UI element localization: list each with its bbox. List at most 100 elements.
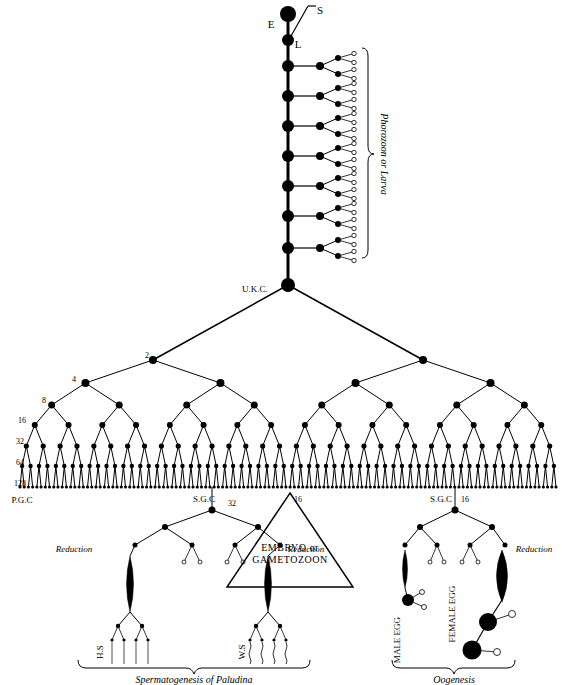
lineage-line bbox=[214, 466, 216, 487]
lineage-line bbox=[182, 466, 184, 487]
lineage-line bbox=[499, 425, 507, 446]
cell-dot bbox=[222, 464, 226, 468]
cell-dot bbox=[103, 485, 106, 488]
cell-label: MALE EGG bbox=[393, 617, 402, 663]
lineage-line bbox=[292, 446, 296, 466]
cell-label: U.K.C. bbox=[242, 285, 268, 294]
cell-dot bbox=[214, 464, 218, 468]
lineage-line bbox=[79, 466, 81, 487]
cell-dot bbox=[155, 464, 159, 468]
lineage-line bbox=[478, 446, 482, 466]
cell-dot bbox=[124, 485, 127, 488]
cell-dot bbox=[316, 122, 324, 130]
cell-dot bbox=[316, 182, 324, 190]
cell-dot bbox=[335, 161, 341, 167]
cell-dot bbox=[356, 485, 359, 488]
cell-dot bbox=[175, 485, 178, 488]
process-label: Reduction bbox=[56, 545, 93, 554]
cell-dot bbox=[272, 638, 275, 641]
cell-dot bbox=[116, 624, 120, 628]
cell-label: P.G.C bbox=[11, 496, 32, 505]
group-bracket bbox=[78, 660, 310, 674]
cell-dot bbox=[526, 464, 530, 468]
cell-dot bbox=[248, 638, 251, 641]
polar-cell bbox=[494, 649, 501, 656]
lineage-line bbox=[172, 466, 174, 487]
cell-dot bbox=[476, 464, 480, 468]
cell-dot bbox=[56, 485, 59, 488]
lineage-line bbox=[107, 466, 109, 487]
lineage-line bbox=[90, 466, 92, 487]
cell-label: FEMALE EGG bbox=[448, 586, 457, 643]
lineage-line bbox=[174, 446, 178, 466]
lineage-line bbox=[112, 642, 113, 664]
cell-dot bbox=[133, 543, 138, 548]
cell-dot bbox=[503, 543, 508, 548]
lineage-line bbox=[258, 446, 262, 466]
lineage-line bbox=[187, 405, 204, 425]
lineage-line bbox=[533, 446, 537, 466]
lineage-line bbox=[470, 545, 478, 562]
lineage-line bbox=[493, 466, 495, 487]
lineage-line bbox=[135, 527, 165, 545]
lineage-line bbox=[191, 446, 195, 466]
lineage-line bbox=[415, 446, 419, 466]
lineage-line bbox=[140, 446, 144, 466]
cell-dot bbox=[435, 543, 440, 548]
lineage-line bbox=[123, 446, 127, 466]
cell-dot bbox=[122, 638, 125, 641]
lineage-line bbox=[60, 446, 64, 466]
lineage-line bbox=[187, 383, 221, 405]
lineage-line bbox=[347, 446, 351, 466]
cell-dot bbox=[282, 34, 294, 46]
cell-dot bbox=[82, 485, 85, 488]
polar-cell bbox=[352, 157, 356, 161]
cell-dot bbox=[289, 485, 292, 488]
cell-dot bbox=[331, 485, 334, 488]
generation-number: 16 bbox=[18, 417, 26, 425]
lineage-line bbox=[526, 466, 528, 487]
cell-dot bbox=[40, 485, 43, 488]
cell-dot bbox=[471, 422, 477, 428]
cell-dot bbox=[402, 485, 405, 488]
cell-dot bbox=[45, 464, 49, 468]
cell-dot bbox=[360, 485, 363, 488]
lineage-line bbox=[246, 446, 250, 466]
lineage-line bbox=[398, 425, 406, 446]
lineage-line bbox=[368, 466, 370, 487]
cell-dot bbox=[147, 464, 151, 468]
cell-dot bbox=[326, 485, 329, 488]
cell-dot bbox=[400, 464, 404, 468]
cell-dot bbox=[459, 464, 463, 468]
lineage-line bbox=[231, 466, 233, 487]
cell-dot bbox=[87, 464, 91, 468]
cell-dot bbox=[335, 145, 341, 151]
cell-dot bbox=[115, 485, 118, 488]
cell-dot bbox=[463, 641, 482, 660]
lineage-line bbox=[229, 425, 237, 446]
cell-dot bbox=[191, 485, 194, 488]
lineage-line bbox=[235, 545, 243, 562]
cell-dot bbox=[24, 443, 29, 448]
lineage-line bbox=[518, 466, 520, 487]
cell-dot bbox=[149, 485, 152, 488]
lineage-line bbox=[112, 626, 118, 640]
cell-dot bbox=[398, 485, 401, 488]
cell-dot bbox=[518, 464, 522, 468]
lineage-line bbox=[524, 405, 541, 425]
lineage-line bbox=[455, 510, 492, 527]
lineage-line bbox=[153, 285, 288, 360]
polar-cell bbox=[352, 111, 356, 115]
lineage-line bbox=[457, 405, 474, 425]
cell-dot bbox=[516, 485, 519, 488]
polar-cell bbox=[352, 201, 356, 205]
cell-dot bbox=[216, 379, 224, 387]
cell-dot bbox=[193, 443, 198, 448]
generation-number: 64 bbox=[16, 459, 24, 467]
lineage-line bbox=[256, 626, 262, 640]
cell-dot bbox=[543, 464, 547, 468]
lineage-line bbox=[237, 405, 254, 425]
cell-dot bbox=[478, 485, 481, 488]
cell-dot bbox=[504, 422, 510, 428]
